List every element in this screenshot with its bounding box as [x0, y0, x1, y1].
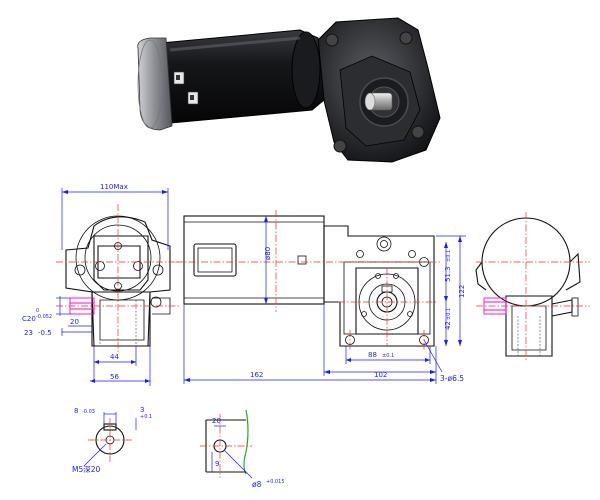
leader-holes: 3-ø6.5	[423, 339, 464, 383]
label-88: 88	[368, 351, 377, 359]
motor-photo	[137, 17, 441, 163]
label-23-tol: -0.5	[38, 329, 52, 337]
label-key-depth-tol: +0.1	[140, 414, 152, 420]
label-56: 56	[110, 373, 119, 381]
label-42-tol: ±0.1	[446, 308, 452, 320]
dim-162: 162	[183, 304, 437, 384]
label-42: 42	[444, 321, 452, 330]
label-key-depth: 3	[140, 406, 144, 414]
label-detail-dia8: ø8	[252, 480, 262, 489]
label-key-width: 8	[74, 407, 78, 415]
label-102: 102	[374, 371, 387, 379]
label-c20-tol-lo: -0.052	[36, 314, 52, 320]
label-23: 23	[24, 329, 33, 337]
label-c20: C20	[22, 315, 36, 323]
label-detail-dia8-tol: +0.015	[266, 479, 285, 485]
label-20-side: 20	[70, 318, 79, 326]
dim-heights: 122 51.3 ±0.1 42 ±0.1	[436, 235, 466, 346]
label-122: 122	[458, 285, 466, 298]
detail-shaft-section: 8 -0.03 3 +0.1 M5深20	[72, 406, 152, 474]
label-162: 162	[250, 371, 263, 379]
label-thread: M5深20	[72, 465, 101, 474]
dim-88: 88 ±0.1	[345, 346, 431, 364]
label-51-tol: ±0.1	[446, 250, 452, 262]
label-110max: 110Max	[100, 183, 128, 191]
dim-56: 56	[90, 346, 151, 386]
dim-c20: C20 0 -0.052	[22, 296, 70, 323]
dim-23: 23 -0.5 20	[24, 318, 94, 337]
label-detail-20: 20	[212, 417, 221, 425]
end-view	[475, 212, 590, 362]
label-44: 44	[110, 353, 119, 361]
side-view	[176, 210, 440, 350]
label-holes: 3-ø6.5	[440, 374, 464, 383]
label-dia80: ø80	[264, 247, 272, 260]
label-c20-tol-hi: 0	[36, 308, 39, 314]
dim-dia80: ø80	[264, 216, 272, 304]
detail-pin-hole: 20 9 ø8 +0.015	[200, 409, 285, 489]
dim-110max: 110Max	[61, 183, 169, 250]
dim-44: 44	[93, 346, 137, 382]
label-88-tol: ±0.1	[382, 353, 394, 359]
front-view	[56, 204, 180, 352]
label-detail-9: 9	[215, 460, 219, 468]
label-51: 51.3	[444, 266, 452, 282]
label-key-width-tol: -0.03	[82, 409, 95, 415]
dim-102: 102	[323, 304, 436, 379]
